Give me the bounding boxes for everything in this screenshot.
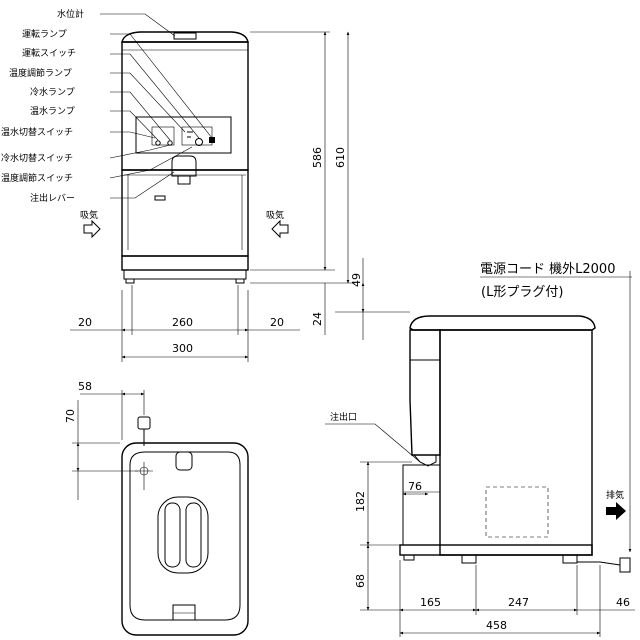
dim-49: 49 [350, 273, 363, 287]
power-cord [577, 561, 621, 566]
label-exhaust: 排気 [606, 489, 624, 501]
dim-586: 586 [311, 147, 324, 168]
run-switch [195, 138, 203, 146]
dim-76: 76 [408, 480, 422, 493]
label-run-switch: 運転スイッチ [22, 48, 76, 59]
front-leaders [100, 13, 213, 199]
top-handle-left [164, 502, 181, 568]
dim-610: 610 [334, 147, 347, 168]
dim-46: 46 [616, 596, 630, 609]
front-lid [121, 31, 249, 43]
dim-300: 300 [172, 342, 193, 355]
cold-lamp [167, 140, 173, 146]
label-cold-lamp: 冷水ランプ [30, 86, 75, 98]
dim-458: 458 [486, 619, 507, 632]
top-rear-tab [172, 604, 196, 621]
dim-70: 70 [64, 409, 77, 423]
dispense-lever [171, 155, 197, 177]
run-lamp [209, 137, 215, 143]
side-view [325, 271, 632, 573]
side-outlet-nozzle [412, 454, 437, 467]
label-hot-lamp: 温水ランプ [30, 105, 75, 117]
top-outline [121, 442, 249, 636]
top-inner [129, 451, 241, 621]
side-lid [409, 315, 596, 331]
side-dimensions [335, 258, 635, 637]
front-view [83, 31, 289, 284]
label-temp-adjust-switch: 温度調節スイッチ [1, 172, 73, 184]
hot-lamp [155, 140, 161, 146]
side-hidden-box [485, 486, 549, 538]
front-dispense-area [121, 169, 249, 257]
dim-20-left: 20 [78, 316, 92, 329]
label-run-lamp: 運転ランプ [22, 29, 67, 40]
label-hot-switch: 温水切替スイッチ [1, 126, 73, 138]
intake-left-arrow [83, 219, 101, 239]
dim-20-right: 20 [270, 316, 284, 329]
label-intake-right: 吸気 [266, 209, 284, 221]
power-plug [619, 557, 631, 573]
front-base [121, 255, 249, 271]
label-dispense-lever: 注出レバー [30, 192, 75, 204]
top-lever [175, 451, 193, 471]
label-cold-switch: 冷水切替スイッチ [1, 152, 73, 164]
front-dimensions [70, 31, 355, 362]
top-handle-outer [157, 496, 209, 574]
top-dimensions [72, 390, 145, 500]
side-base [399, 544, 593, 556]
label-intake-left: 吸気 [80, 209, 98, 221]
front-badge [154, 195, 166, 201]
side-body [439, 329, 593, 556]
label-plug-type: (L形プラグ付) [481, 285, 563, 300]
dim-260: 260 [172, 316, 193, 329]
exhaust-arrow [606, 502, 626, 520]
side-front [409, 329, 441, 456]
dim-165: 165 [420, 596, 441, 609]
dim-58: 58 [78, 380, 92, 393]
label-power-cord: 電源コード 機外L2000 [480, 262, 615, 277]
label-outlet: 注出口 [330, 411, 357, 423]
top-handle-right [185, 502, 202, 568]
label-temp-adjust-lamp: 温度調節ランプ [9, 67, 72, 79]
top-view [121, 416, 249, 636]
dim-24: 24 [311, 312, 324, 326]
top-drain-cap [137, 416, 151, 430]
water-gauge-window [173, 32, 197, 40]
side-cavity [402, 464, 441, 546]
intake-right-arrow [271, 219, 289, 239]
dim-182: 182 [354, 491, 367, 512]
control-panel [135, 116, 232, 154]
dim-68: 68 [354, 574, 367, 588]
label-water-gauge: 水位計 [57, 8, 84, 20]
dim-247: 247 [508, 596, 529, 609]
